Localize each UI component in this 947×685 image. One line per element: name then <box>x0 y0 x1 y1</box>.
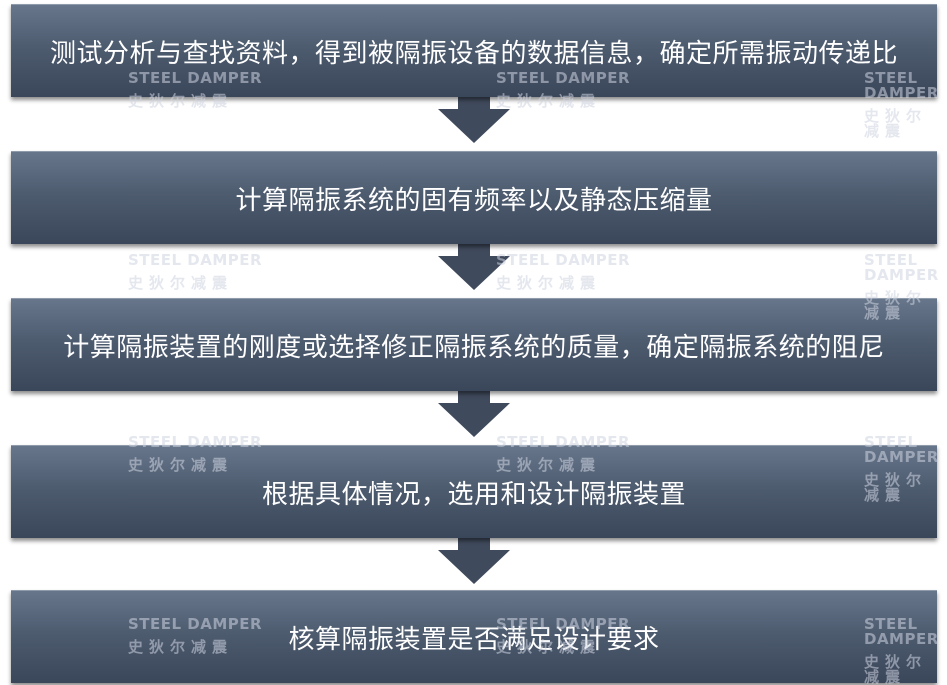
watermark-en: STEEL DAMPER <box>864 253 939 284</box>
watermark: STEEL DAMPER 史狄尔减震 <box>496 253 636 291</box>
watermark-cn: 史狄尔减震 <box>128 274 234 292</box>
down-arrow-3 <box>438 381 510 437</box>
flow-step-2: 计算隔振系统的固有频率以及静态压缩量 <box>11 151 937 244</box>
flow-step-4-text: 根据具体情况，选用和设计隔振装置 <box>261 479 686 510</box>
watermark-en: STEEL DAMPER <box>128 251 263 269</box>
down-arrow-4 <box>438 528 510 584</box>
watermark-en: STEEL DAMPER <box>496 251 631 269</box>
flow-step-5-text: 核算隔振装置是否满足设计要求 <box>288 624 660 655</box>
watermark-cn: 史狄尔减震 <box>496 274 602 292</box>
flow-step-1: 测试分析与查找资料，得到被隔振设备的数据信息，确定所需振动传递比 <box>11 4 937 97</box>
watermark-cn: 史狄尔减震 <box>864 107 928 139</box>
flow-step-2-text: 计算隔振系统的固有频率以及静态压缩量 <box>235 185 713 216</box>
flow-step-4: 根据具体情况，选用和设计隔振装置 <box>11 445 937 538</box>
flow-step-3-text: 计算隔振装置的刚度或选择修正隔振系统的质量，确定隔振系统的阻尼 <box>63 332 885 363</box>
down-arrow-1 <box>438 87 510 143</box>
down-arrow-2 <box>438 234 510 290</box>
flow-step-1-text: 测试分析与查找资料，得到被隔振设备的数据信息，确定所需振动传递比 <box>49 38 898 69</box>
flow-step-3: 计算隔振装置的刚度或选择修正隔振系统的质量，确定隔振系统的阻尼 <box>11 298 937 391</box>
watermark: STEEL DAMPER 史狄尔减震 <box>128 253 268 291</box>
flow-step-5: 核算隔振装置是否满足设计要求 <box>11 590 937 683</box>
